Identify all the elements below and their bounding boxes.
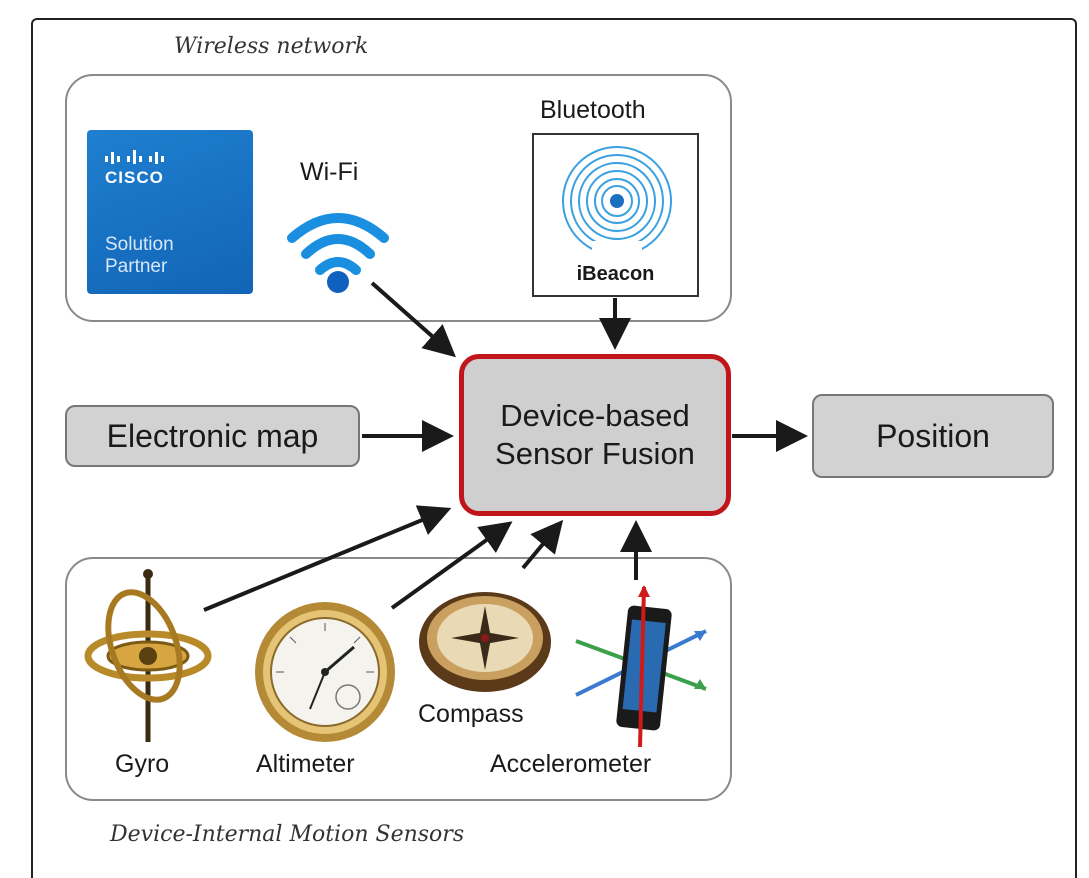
arrow-altimeter-to-fusion	[390, 521, 513, 610]
bluetooth-label: Bluetooth	[540, 96, 646, 124]
ibeacon-box: iBeacon	[532, 133, 699, 297]
accelerometer-phone-icon	[575, 585, 707, 748]
altimeter-icon	[255, 602, 395, 742]
arrow-compass-to-fusion	[521, 519, 564, 570]
cisco-bars-icon	[105, 150, 164, 164]
internal-sensors-caption: Device-Internal Motion Sensors	[110, 822, 465, 847]
fusion-line-2: Sensor Fusion	[495, 436, 695, 471]
compass-label: Compass	[418, 700, 524, 728]
wireless-network-caption: Wireless network	[174, 34, 369, 59]
sensor-fusion-node: Device-based Sensor Fusion	[459, 354, 731, 516]
accelerometer-label: Accelerometer	[490, 750, 652, 778]
motion-sensors-group	[65, 557, 732, 801]
ibeacon-label: iBeacon	[576, 263, 655, 285]
wifi-label: Wi-Fi	[300, 158, 359, 186]
compass-icon	[419, 592, 551, 692]
position-node: Position	[812, 394, 1054, 478]
wireless-network-group	[65, 74, 732, 322]
cisco-partner-text: Partner	[105, 256, 168, 277]
altimeter-label: Altimeter	[256, 750, 355, 778]
gyro-label: Gyro	[115, 750, 170, 778]
cisco-name: CISCO	[105, 168, 164, 187]
electronic-map-node: Electronic map	[65, 405, 360, 467]
gyroscope-icon	[84, 569, 212, 742]
cisco-logo: CISCO Solution Partner	[87, 130, 253, 294]
arrow-gyro-to-fusion	[203, 505, 452, 612]
cisco-solution-text: Solution	[105, 234, 174, 255]
figure-frame	[31, 18, 1077, 878]
arrow-wifi-to-fusion	[370, 281, 456, 358]
fusion-line-1: Device-based	[500, 398, 690, 433]
ibeacon-icon	[562, 146, 672, 261]
wifi-icon	[287, 213, 389, 293]
